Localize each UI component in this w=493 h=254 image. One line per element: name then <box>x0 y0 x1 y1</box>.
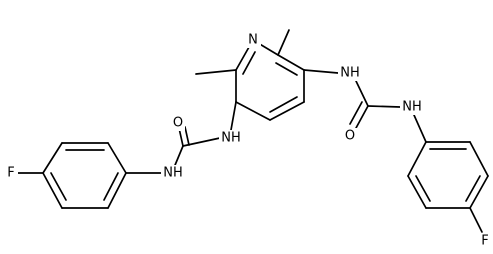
bond-l-c6-c1 <box>107 172 127 209</box>
atom-pyridine-n: N <box>248 33 258 48</box>
atom-labels: N NH O NH F NH O NH F <box>4 32 492 249</box>
bond-r-c5-c6 <box>407 175 427 209</box>
bond-carbonyl-o-b <box>184 126 190 146</box>
halo-left-o <box>171 115 185 131</box>
atom-left-nh-pyridine: NH <box>221 131 241 146</box>
bond-r-c3-c4-inner <box>465 175 481 202</box>
atom-left-o: O <box>173 116 183 131</box>
bond-r-c3-c4 <box>469 175 489 209</box>
bond-l-c4-c5-inner <box>50 172 67 201</box>
halo-right-f <box>479 233 492 249</box>
atom-left-nh-aryl: NH <box>163 166 183 181</box>
bond-c6-nh <box>230 101 237 131</box>
bond-c1-methyl <box>195 69 237 75</box>
halo-left-nh-aryl <box>161 165 185 181</box>
left-fluorophenyl-ring <box>17 142 127 209</box>
right-urea <box>303 69 427 143</box>
bond-carbonyl-o-r-b <box>349 101 363 125</box>
bond-c1-n-inner <box>242 51 256 75</box>
bond-l-c3-c4 <box>42 142 63 174</box>
halo-right-o <box>343 128 357 144</box>
pyridine-ring <box>195 29 305 121</box>
atom-left-f: F <box>7 166 14 181</box>
bond-c4-c5-inner <box>269 96 298 113</box>
bond-nh-aryl-r <box>413 114 427 143</box>
atom-right-nh-pyridine: NH <box>340 66 360 81</box>
bond-r-c6-c1 <box>407 141 427 177</box>
bond-l-c1-c2 <box>107 142 127 174</box>
atom-right-nh-aryl: NH <box>402 100 422 115</box>
bond-c3-nh <box>303 69 339 74</box>
halo-left-f <box>4 165 18 181</box>
bond-nh-carbonyl-r <box>355 80 369 107</box>
halo-left-nh-pyridine <box>219 130 243 146</box>
bond-c4-c5 <box>269 101 305 121</box>
bond-c2-c3-inner <box>275 62 298 76</box>
bond-c5-c6 <box>235 101 271 121</box>
atom-right-o: O <box>345 129 355 144</box>
right-fluorophenyl-ring <box>407 141 489 233</box>
halo-right-nh-aryl <box>400 99 424 115</box>
bond-c2-methyl <box>277 29 290 56</box>
halo-right-nh-pyridine <box>338 65 362 81</box>
bond-r-c5-c6-inner <box>415 175 431 202</box>
bond-carbonyl-nh-r <box>367 105 401 108</box>
atom-right-f: F <box>481 234 488 249</box>
bond-l-c4-c5 <box>42 172 63 209</box>
halo-pyridine-n <box>246 32 261 48</box>
bond-l-c6-c1-inner <box>103 172 119 201</box>
bond-c2-c3 <box>277 54 305 71</box>
bond-r-c2-c3 <box>469 141 489 177</box>
bond-r-c4-f <box>469 207 483 233</box>
bond-carbonyl-o-r-a <box>355 105 369 129</box>
